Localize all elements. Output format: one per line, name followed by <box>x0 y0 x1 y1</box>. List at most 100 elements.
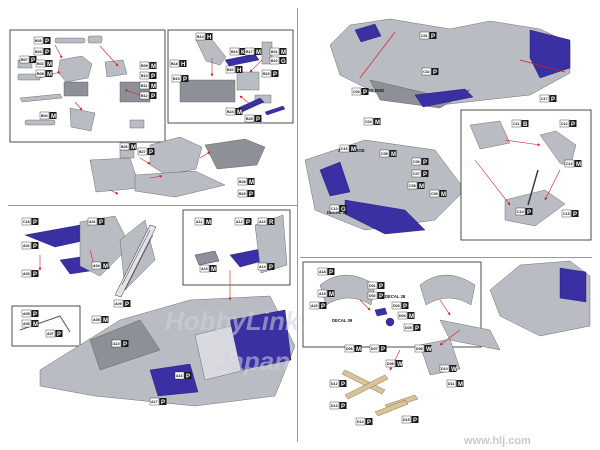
part-number: C02 <box>423 70 430 74</box>
part-material-letter: P <box>249 192 253 198</box>
quadrant-top-left <box>9 29 294 198</box>
svg-text:www.hlj.com: www.hlj.com <box>463 435 531 447</box>
part-number: B18 <box>171 62 178 66</box>
part-material-letter: M <box>249 180 254 186</box>
part-material-letter: M <box>47 62 52 68</box>
part-number: D07 <box>371 347 378 351</box>
part-number: B26 <box>121 145 128 149</box>
part-number: A18 <box>319 270 326 274</box>
part-material-letter: P <box>149 150 153 156</box>
part-number: C15 <box>563 212 570 216</box>
part-material-letter: P <box>527 210 531 216</box>
part-material-letter: P <box>329 270 333 276</box>
part-material-letter: P <box>269 265 273 271</box>
watermark: HobbyLink Japan www.hlj.com <box>165 306 531 447</box>
part-material-letter: P <box>431 34 435 40</box>
part-material-letter: P <box>45 50 49 56</box>
part-material-letter: P <box>33 244 37 250</box>
part-number: A17 <box>151 400 158 404</box>
part-material-letter: M <box>409 314 414 320</box>
part-material-letter: M <box>256 50 261 56</box>
part-number: D08 <box>416 347 423 351</box>
part-number: B20 <box>227 68 234 72</box>
part-number: B04 <box>41 114 48 118</box>
part-number: A12 <box>236 220 243 224</box>
part-material-letter: G <box>341 207 346 213</box>
part-material-letter: M <box>351 147 356 153</box>
part-number: A07 <box>47 332 54 336</box>
quadrant-top-right <box>304 18 592 241</box>
part-number: B02 <box>37 62 44 66</box>
part-material-letter: P <box>151 74 155 80</box>
part-number: A14 <box>259 265 266 269</box>
part-number: D11 <box>448 382 454 386</box>
part-number: A02 <box>23 244 30 248</box>
part-number: B22 <box>271 59 278 63</box>
part-number: A11 <box>196 220 202 224</box>
part-number: C12 <box>561 122 568 126</box>
part-material-letter: M <box>206 220 211 226</box>
part-number: C18 <box>23 220 30 224</box>
part-material-letter: M <box>458 382 463 388</box>
part-number: B27 <box>139 150 146 154</box>
part-material-letter: P <box>571 122 575 128</box>
part-number: C07 <box>413 172 420 176</box>
part-material-letter: P <box>379 284 383 290</box>
part-number: C13 <box>566 162 573 166</box>
mesh-panel <box>114 224 157 298</box>
part-material-letter: M <box>441 192 446 198</box>
part-material-letter: P <box>273 72 277 78</box>
part-material-letter: P <box>423 172 427 178</box>
part-number: C03 <box>353 90 360 94</box>
part-number: C06 <box>413 160 420 164</box>
part-material-letter: P <box>151 94 155 100</box>
part-number: D01 <box>369 284 376 288</box>
part-number: D10 <box>441 367 448 371</box>
part-material-letter: G <box>281 59 286 65</box>
part-material-letter: H <box>207 35 211 41</box>
part-number: C09 <box>431 192 438 196</box>
part-material-letter: M <box>391 152 396 158</box>
part-tag: A11 M <box>194 217 212 226</box>
part-number: B29 <box>239 192 246 196</box>
part-material-letter: R <box>269 220 274 226</box>
part-material-letter: W <box>397 362 403 368</box>
part-material-letter: P <box>33 220 37 226</box>
part-material-letter: M <box>576 162 581 168</box>
part-number: B16 <box>231 50 238 54</box>
part-material-letter: P <box>57 332 61 338</box>
